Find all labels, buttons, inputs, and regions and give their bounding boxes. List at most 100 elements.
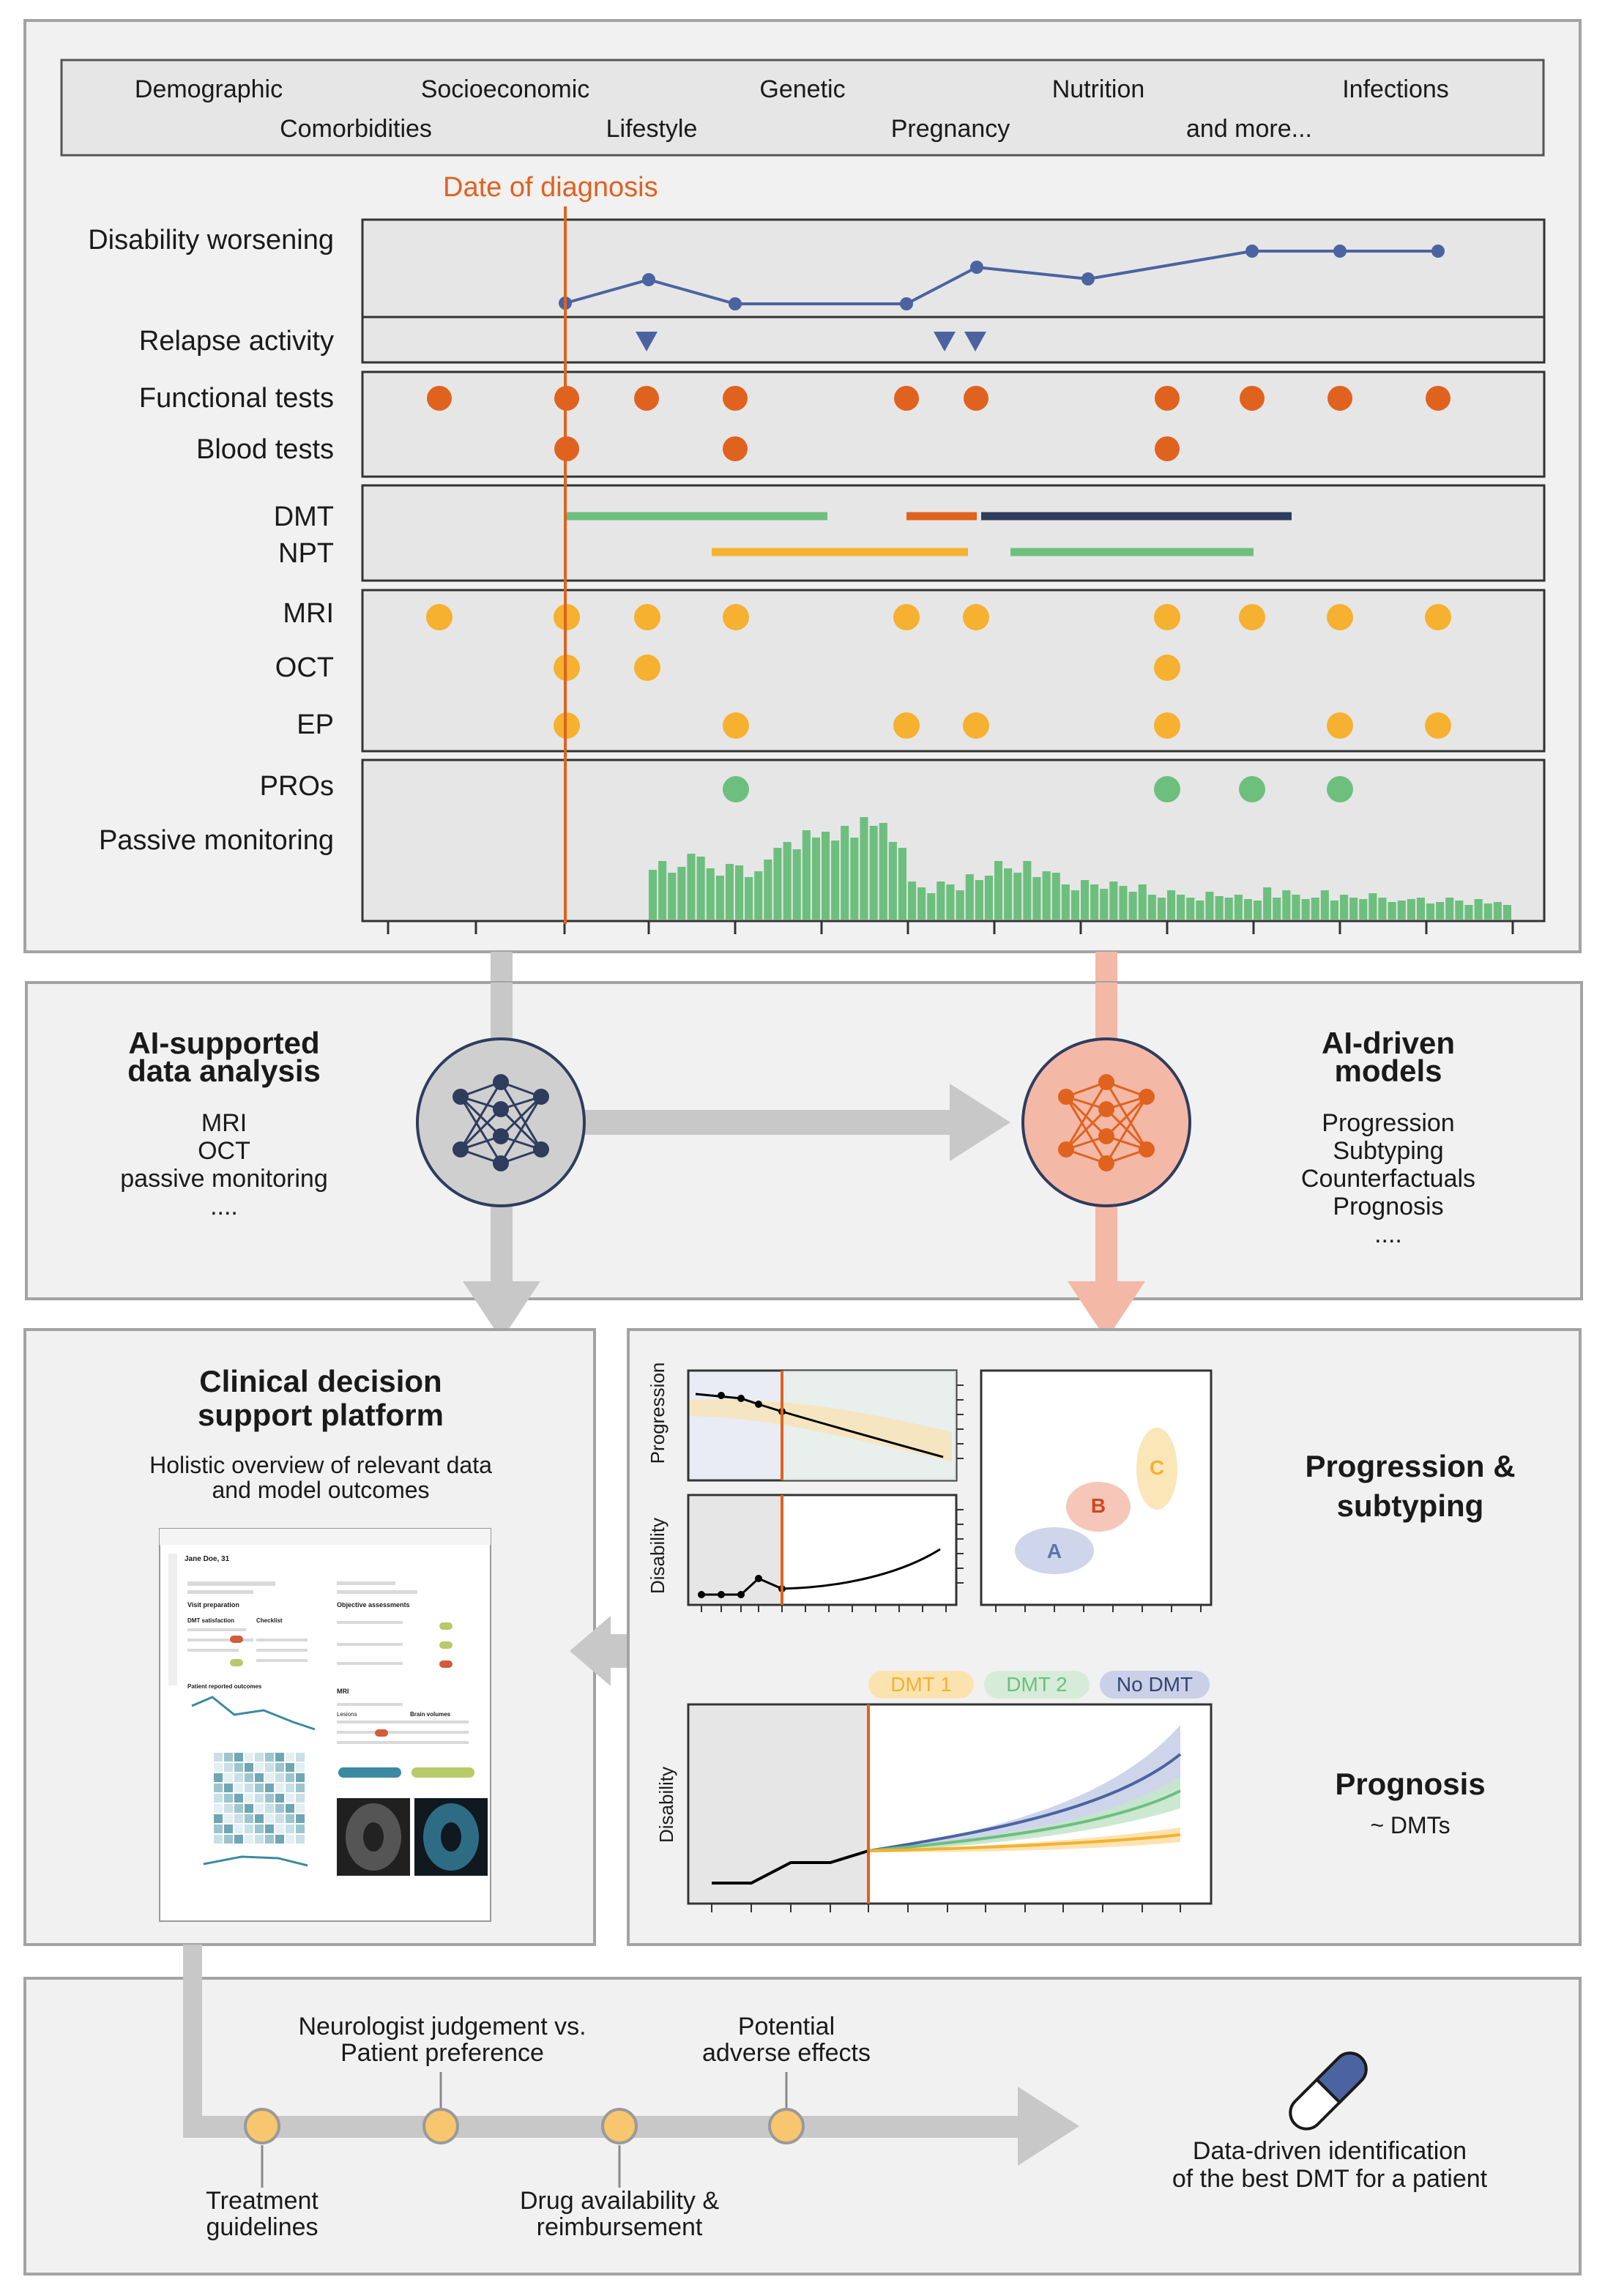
passive-bar (1368, 893, 1377, 920)
passive-bar (1254, 901, 1262, 920)
factor-and-more: and more... (1186, 115, 1312, 143)
decision-nodes (244, 2108, 805, 2144)
heatmap-cell (214, 1773, 223, 1782)
passive-bar (687, 854, 696, 920)
passive-bar (1340, 895, 1349, 920)
passive-bar (1464, 905, 1473, 920)
bottom-label-2-line2: reimbursement (536, 2213, 703, 2241)
heatmap-cell (214, 1814, 223, 1823)
passive-bar (1330, 901, 1338, 920)
outcome-line2: of the best DMT for a patient (1172, 2165, 1488, 2193)
passive-bar (764, 860, 772, 920)
passive-bar (735, 865, 744, 920)
progression-title-2: subtyping (1336, 1488, 1484, 1523)
heatmap-cell (286, 1794, 294, 1803)
heatmap-cell (286, 1835, 294, 1844)
legend-pill-nodmt (1100, 1671, 1210, 1699)
heatmap-cell (265, 1835, 274, 1844)
passive-bar (1196, 901, 1204, 920)
top-label-1-line1: Neurologist judgement vs. (298, 2013, 586, 2040)
passive-bar (1234, 895, 1243, 920)
passive-bar (1090, 884, 1099, 920)
passive-bar (1502, 905, 1511, 920)
label-passive-monitoring: Passive monitoring (98, 825, 334, 856)
prognosis-title: Prognosis (1335, 1767, 1486, 1801)
passive-bar (1388, 902, 1396, 920)
neural-network-icon-models (1021, 1037, 1191, 1207)
passive-bar (792, 849, 801, 920)
heatmap-cell (224, 1814, 233, 1823)
passive-bar (1032, 877, 1041, 920)
relapse-cell (361, 316, 1546, 364)
heatmap-cell (255, 1814, 264, 1823)
passive-bar (1224, 898, 1233, 920)
legend-dmt1: DMT 1 (890, 1673, 952, 1696)
legend-pill-dmt2 (984, 1671, 1090, 1699)
passive-bar (1023, 861, 1032, 920)
factor-demographic: Demographic (134, 75, 283, 103)
cdsp-title-1: Clinical decision (199, 1364, 442, 1398)
decision-track (183, 2116, 1019, 2138)
prognosis-ylabel-text: Disability (655, 1766, 677, 1844)
disability-points (559, 245, 1445, 310)
label-ep: EP (297, 709, 334, 740)
heatmap-cell (275, 1794, 284, 1803)
screen-brain-volumes: Brain volumes (410, 1711, 451, 1718)
heatmap-cell (296, 1835, 305, 1844)
label-npt: NPT (278, 538, 334, 569)
screen-patient-name: Jane Doe, 31 (185, 1555, 230, 1563)
heatmap-cell (275, 1804, 284, 1813)
label-oct: OCT (275, 652, 334, 683)
passive-bar (802, 830, 811, 920)
heatmap-cell (265, 1814, 274, 1823)
heatmap-cell (214, 1824, 223, 1833)
analysis-item-passive: passive monitoring (120, 1165, 328, 1193)
heatmap-cell (214, 1804, 223, 1813)
heatmap-cell (275, 1773, 284, 1782)
label-dmt: DMT (273, 502, 334, 532)
passive-bar (1301, 899, 1310, 920)
heatmap-cell (296, 1783, 305, 1792)
heatmap-cell (224, 1753, 233, 1762)
passive-bar (1004, 868, 1013, 920)
passive-bar (1416, 898, 1425, 920)
heatmap-cell (265, 1783, 274, 1792)
factor-comorbidities: Comorbidities (280, 115, 432, 143)
heatmap-cell (234, 1794, 243, 1803)
label-functional-tests: Functional tests (138, 383, 334, 414)
passive-bar (1128, 892, 1137, 920)
heatmap-cell (255, 1794, 264, 1803)
passive-bar (822, 832, 830, 920)
heatmap-cell (275, 1835, 284, 1844)
treatment-cell (361, 484, 1546, 582)
passive-bar (1407, 899, 1415, 920)
screen-objective: Objective assessments (337, 1601, 410, 1609)
heatmap-cell (265, 1773, 274, 1782)
heatmap-cell (286, 1763, 294, 1772)
heatmap-cell (265, 1753, 274, 1762)
disability-ylabel-small-text: Disability (647, 1517, 669, 1595)
label-mri: MRI (283, 598, 334, 629)
heatmap-cell (275, 1763, 284, 1772)
passive-bar (841, 826, 849, 920)
subtyping-chart (980, 1369, 1213, 1612)
heatmap-cell (245, 1773, 253, 1782)
heatmap-cell (245, 1753, 253, 1762)
left-arrow-shaft (611, 1634, 628, 1668)
label-disability-worsening: Disability worsening (88, 225, 334, 256)
heatmap-cell (224, 1794, 233, 1803)
decision-connectors (261, 2072, 788, 2188)
heatmap-cell (286, 1804, 294, 1813)
passive-bar (879, 823, 887, 920)
pill-icon (1289, 2051, 1368, 2131)
top-label-2-line1: Potential (737, 2013, 835, 2040)
passive-bar (1081, 880, 1090, 920)
heatmap-cell (214, 1794, 223, 1803)
heatmap-cell (275, 1814, 284, 1823)
passive-bar (1455, 901, 1464, 920)
screen-checklist: Checklist (256, 1617, 283, 1624)
factor-genetic: Genetic (759, 75, 846, 103)
heatmap-cell (234, 1753, 243, 1762)
passive-bar (850, 838, 859, 920)
heatmap-cell (224, 1824, 233, 1833)
